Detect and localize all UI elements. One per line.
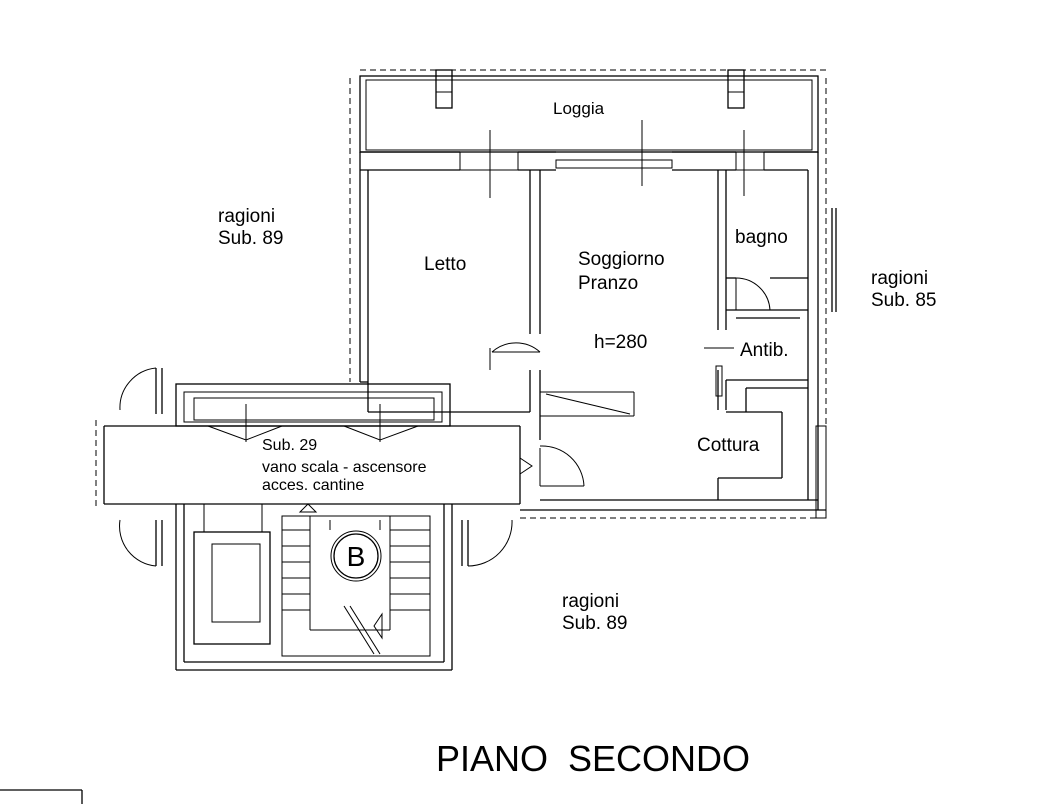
block-marker [333,533,379,579]
label-nw-ragioni: ragioni [218,206,275,227]
label-block-letter: B [347,541,366,572]
label-nw-sub: Sub. 89 [218,228,284,249]
window-markers [489,120,745,198]
stair-core [103,367,533,671]
label-height: h=280 [594,332,647,353]
label-pranzo: Pranzo [578,273,638,294]
legend-box [0,789,83,804]
label-letto: Letto [424,254,466,275]
label-e-ragioni: ragioni [871,268,928,289]
floor-title: PIANO SECONDO [436,738,750,779]
loggia [359,69,819,153]
label-cottura: Cottura [697,435,760,456]
label-antib: Antib. [740,340,789,361]
label-s-sub: Sub. 89 [562,613,628,634]
label-stair-line2: vano scala - ascensore [262,459,427,476]
label-bagno: bagno [735,227,788,248]
label-loggia: Loggia [553,99,605,118]
label-s-ragioni: ragioni [562,591,619,612]
label-stair-sub: Sub. 29 [262,437,317,454]
doors [489,277,771,487]
label-soggiorno: Soggiorno [578,249,665,270]
label-stair-line3: acces. cantine [262,477,364,494]
apartment-walls [359,151,837,519]
label-e-sub: Sub. 85 [871,290,937,311]
